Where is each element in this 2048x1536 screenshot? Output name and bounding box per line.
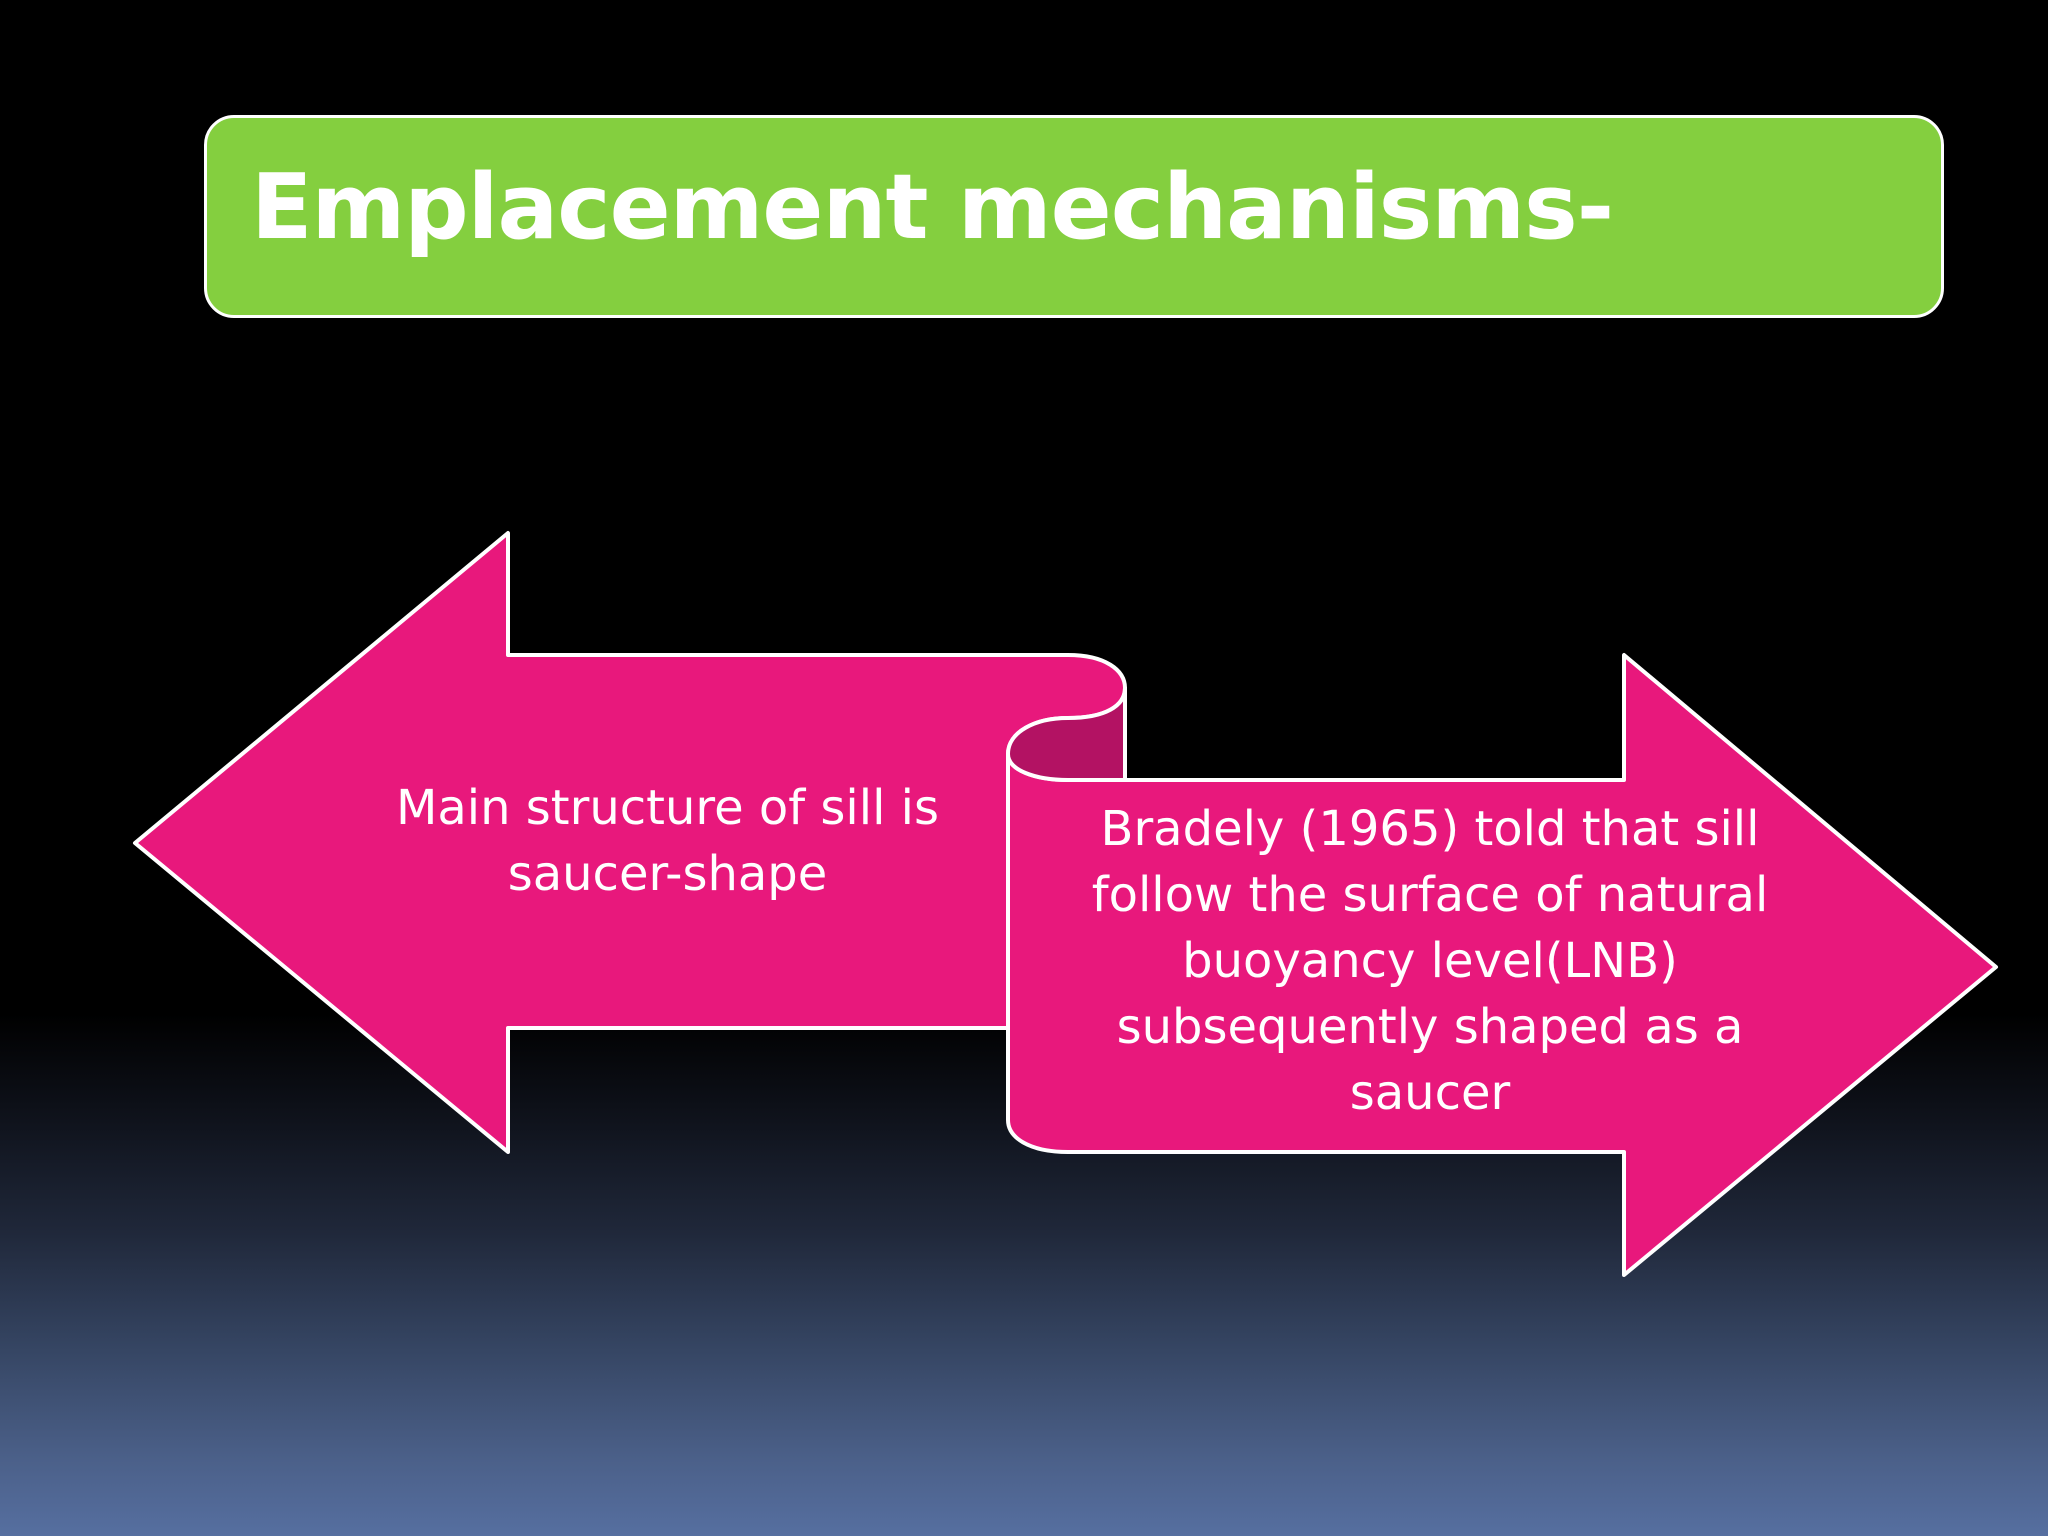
slide-title: Emplacement mechanisms- — [251, 155, 1614, 260]
title-box: Emplacement mechanisms- — [204, 115, 1944, 318]
right-arrow-text: Bradely (1965) told that sill follow the… — [1091, 801, 1769, 1121]
left-arrow-text: Main structure of sill is saucer-shape — [395, 780, 940, 902]
scroll-fold — [1006, 686, 1127, 782]
